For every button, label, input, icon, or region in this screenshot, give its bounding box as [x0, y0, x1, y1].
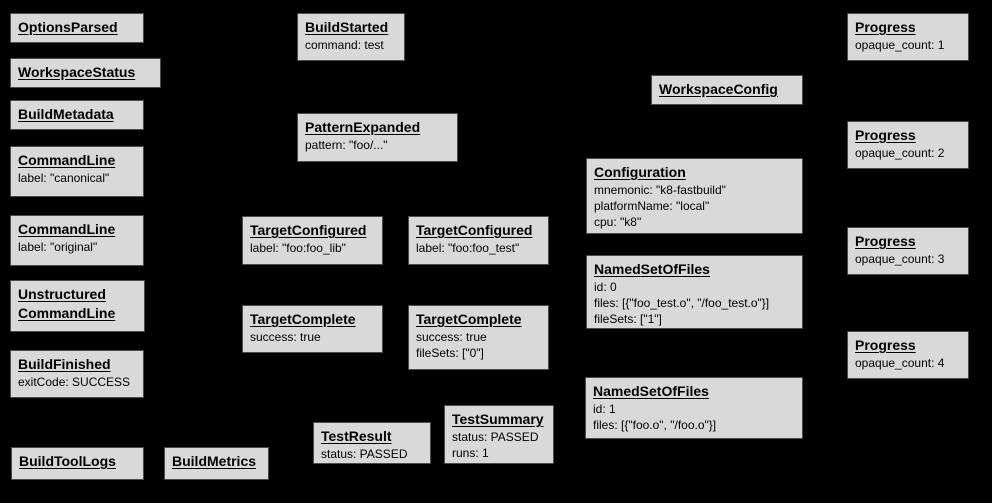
event-box-progress-2: Progress opaque_count: 2 — [847, 121, 969, 169]
event-title: OptionsParsed — [18, 19, 118, 35]
event-field: opaque_count: 4 — [855, 356, 945, 370]
event-field: mnemonic: "k8-fastbuild" — [594, 183, 726, 197]
event-field: status: PASSED — [321, 447, 408, 461]
event-title: Progress — [855, 337, 916, 353]
event-title: BuildToolLogs — [19, 453, 116, 469]
event-title: CommandLine — [18, 152, 116, 168]
event-field: success: true — [250, 330, 321, 344]
event-title: BuildFinished — [18, 356, 111, 372]
event-box-target-configured-test: TargetConfigured label: "foo:foo_test" — [408, 216, 549, 265]
event-box-target-complete-test: TargetComplete success: true fileSets: [… — [408, 305, 549, 370]
event-field: runs: 1 — [452, 446, 489, 460]
event-field: id: 1 — [593, 402, 616, 416]
event-field: fileSets: ["1"] — [594, 312, 662, 326]
event-field: label: "foo:foo_test" — [416, 241, 520, 255]
event-title: TargetConfigured — [250, 222, 367, 238]
event-title: CommandLine — [18, 221, 116, 237]
event-field: platformName: "local" — [594, 199, 710, 213]
event-box-workspace-config: WorkspaceConfig — [651, 75, 803, 105]
event-field: fileSets: ["0"] — [416, 346, 484, 360]
event-box-build-tool-logs: BuildToolLogs — [11, 447, 144, 480]
event-box-named-set-of-files-1: NamedSetOfFiles id: 1 files: [{"foo.o", … — [585, 377, 803, 439]
event-box-pattern-expanded: PatternExpanded pattern: "foo/..." — [297, 113, 458, 162]
event-box-build-metrics: BuildMetrics — [164, 447, 269, 480]
event-box-command-line-original: CommandLine label: "original" — [10, 215, 144, 266]
event-title: BuildMetrics — [172, 453, 257, 469]
event-box-configuration: Configuration mnemonic: "k8-fastbuild" p… — [586, 158, 803, 234]
event-field: opaque_count: 3 — [855, 252, 945, 266]
event-field: label: "foo:foo_lib" — [250, 241, 346, 255]
event-box-test-result: TestResult status: PASSED — [313, 422, 431, 464]
event-box-build-finished: BuildFinished exitCode: SUCCESS — [10, 350, 144, 398]
event-title: TestSummary — [452, 411, 544, 427]
event-field: cpu: "k8" — [594, 215, 642, 229]
event-box-command-line-canonical: CommandLine label: "canonical" — [10, 146, 144, 197]
event-title: WorkspaceStatus — [18, 64, 136, 80]
event-field: label: "canonical" — [18, 171, 110, 185]
event-title: WorkspaceConfig — [659, 81, 778, 97]
event-title: BuildMetadata — [18, 106, 114, 122]
event-field: opaque_count: 2 — [855, 146, 945, 160]
event-field: opaque_count: 1 — [855, 38, 945, 52]
event-title: Progress — [855, 19, 916, 35]
event-box-progress-3: Progress opaque_count: 3 — [847, 227, 969, 275]
event-box-progress-1: Progress opaque_count: 1 — [847, 13, 969, 61]
event-field: label: "original" — [18, 240, 98, 254]
event-box-workspace-status: WorkspaceStatus — [10, 58, 161, 88]
event-title: Progress — [855, 233, 916, 249]
event-box-build-started: BuildStarted command: test — [297, 13, 405, 61]
event-title: BuildStarted — [305, 19, 389, 35]
event-box-named-set-of-files-0: NamedSetOfFiles id: 0 files: [{"foo_test… — [586, 255, 803, 329]
event-title: TestResult — [321, 428, 392, 444]
event-field: status: PASSED — [452, 430, 539, 444]
event-field: id: 0 — [594, 280, 617, 294]
event-field: pattern: "foo/..." — [305, 138, 388, 152]
event-title: NamedSetOfFiles — [593, 383, 709, 399]
event-field: exitCode: SUCCESS — [18, 375, 131, 389]
event-field: success: true — [416, 330, 487, 344]
event-title: PatternExpanded — [305, 119, 421, 135]
event-title: NamedSetOfFiles — [594, 261, 710, 277]
event-title: Configuration — [594, 164, 686, 180]
event-box-build-metadata: BuildMetadata — [10, 100, 144, 130]
event-title: TargetComplete — [416, 311, 522, 327]
event-box-unstructured-command-line: Unstructured CommandLine — [10, 280, 145, 332]
event-title: Progress — [855, 127, 916, 143]
event-box-test-summary: TestSummary status: PASSED runs: 1 — [444, 405, 554, 464]
event-field: command: test — [305, 38, 384, 52]
event-box-target-complete-lib: TargetComplete success: true — [242, 305, 383, 353]
event-title: Unstructured CommandLine — [18, 286, 116, 321]
event-field: files: [{"foo.o", "/foo.o"}] — [593, 418, 717, 432]
event-box-progress-4: Progress opaque_count: 4 — [847, 331, 969, 379]
event-title: TargetComplete — [250, 311, 356, 327]
event-title: TargetConfigured — [416, 222, 533, 238]
event-box-options-parsed: OptionsParsed — [10, 13, 144, 43]
event-field: files: [{"foo_test.o", "/foo_test.o"}] — [594, 296, 770, 310]
event-box-target-configured-lib: TargetConfigured label: "foo:foo_lib" — [242, 216, 383, 265]
